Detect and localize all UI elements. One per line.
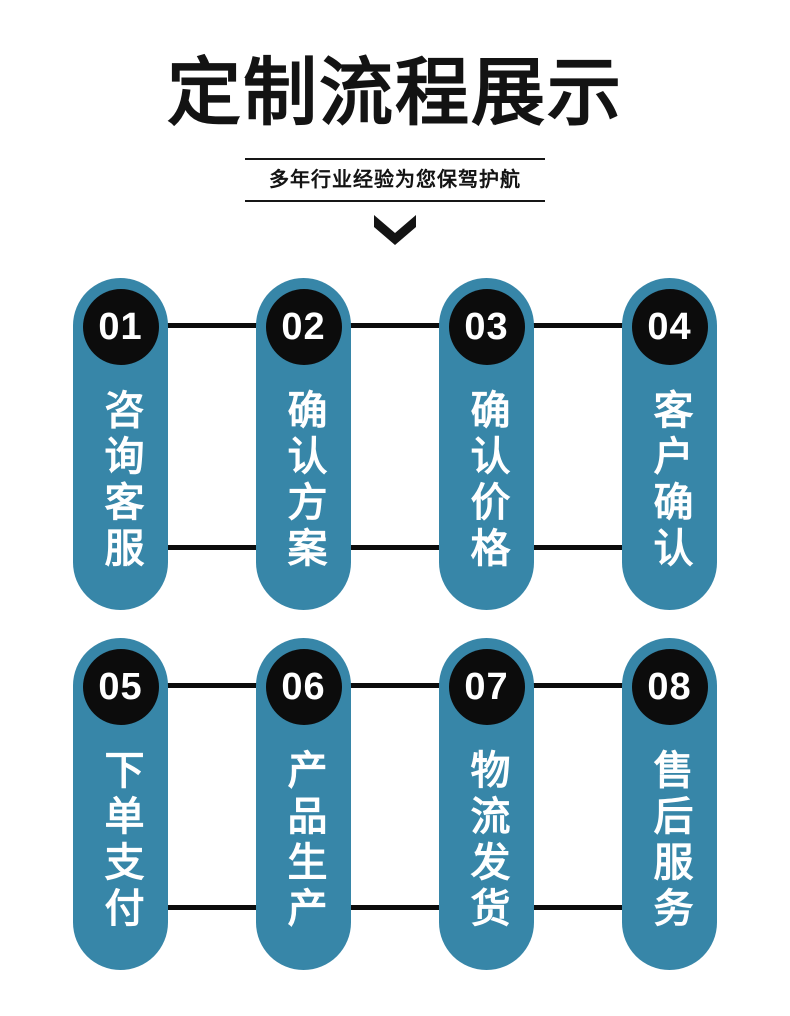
connector-line-bottom — [120, 545, 670, 550]
steps-row-2: 05 下单支付 06 产品生产 07 物流发货 08 售后服务 — [0, 638, 790, 970]
step-label: 物流发货 — [464, 749, 509, 933]
step-label: 客户确认 — [647, 389, 692, 573]
step-pill: 07 物流发货 — [439, 638, 534, 970]
step-number-badge: 07 — [448, 649, 525, 725]
step-label: 确认价格 — [464, 389, 509, 573]
step-label: 售后服务 — [647, 749, 692, 933]
step-number-badge: 03 — [448, 289, 525, 365]
connector-line-bottom — [120, 905, 670, 910]
down-arrow-container — [0, 215, 790, 245]
chevron-down-icon — [374, 215, 416, 245]
step-number-badge: 02 — [265, 289, 342, 365]
step-label: 确认方案 — [281, 389, 326, 573]
step-pill: 08 售后服务 — [622, 638, 717, 970]
step-number-badge: 06 — [265, 649, 342, 725]
steps-row-1: 01 咨询客服 02 确认方案 03 确认价格 04 客户确认 — [0, 278, 790, 610]
connector-line-top — [120, 683, 670, 688]
step-number-badge: 08 — [631, 649, 708, 725]
step-label: 产品生产 — [281, 749, 326, 933]
steps-grid: 01 咨询客服 02 确认方案 03 确认价格 04 客户确认 05 下单支付 — [0, 278, 790, 970]
step-pill: 02 确认方案 — [256, 278, 351, 610]
step-number-badge: 05 — [82, 649, 159, 725]
connector-line-top — [120, 323, 670, 328]
step-label: 下单支付 — [98, 749, 143, 933]
step-pill: 03 确认价格 — [439, 278, 534, 610]
step-number-badge: 01 — [82, 289, 159, 365]
subtitle-text: 多年行业经验为您保驾护航 — [269, 169, 521, 191]
step-pill: 06 产品生产 — [256, 638, 351, 970]
step-number-badge: 04 — [631, 289, 708, 365]
subtitle-banner: 多年行业经验为您保驾护航 — [245, 158, 545, 202]
step-pill: 05 下单支付 — [73, 638, 168, 970]
step-pill: 01 咨询客服 — [73, 278, 168, 610]
step-label: 咨询客服 — [98, 389, 143, 573]
page-title: 定制流程展示 — [167, 51, 623, 134]
step-pill: 04 客户确认 — [622, 278, 717, 610]
